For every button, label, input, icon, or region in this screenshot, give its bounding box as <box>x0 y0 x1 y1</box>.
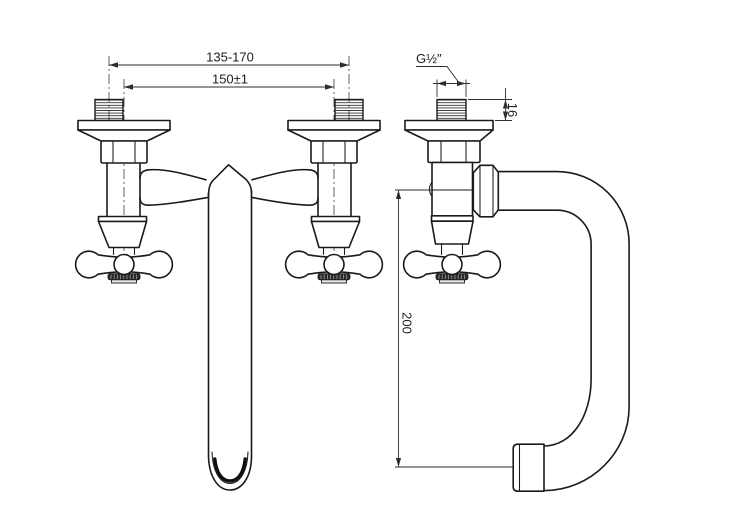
hex-nut-side <box>427 140 481 164</box>
front-right-inlet <box>287 98 381 256</box>
spout-drop-extension-lines <box>395 189 514 468</box>
spout-dome <box>207 164 253 197</box>
hex-nut-left-facets <box>112 140 136 164</box>
side-spout <box>497 170 630 492</box>
threaded-nipple-left <box>94 98 124 122</box>
thread-size-leader-line <box>416 66 460 84</box>
valve-body-boss <box>428 181 433 197</box>
valve-tube-left <box>106 162 141 218</box>
arrowhead-left-icon <box>124 84 133 90</box>
escutcheon-cone-right <box>287 129 381 142</box>
thread-length-extension-lines <box>468 99 512 121</box>
valve-tube-right <box>317 162 352 218</box>
arm-top-left <box>139 168 207 181</box>
arm-top-right <box>251 168 319 181</box>
handle-skirt-side-lip <box>439 279 465 284</box>
spout-coupling-nut <box>472 164 500 218</box>
bonnet-flange-side <box>430 215 474 223</box>
side-handle <box>402 250 502 284</box>
handle-hub-side <box>441 253 463 276</box>
hex-nut-right-facets <box>322 140 346 164</box>
spout-profile-inner <box>497 209 592 447</box>
dimensions: 135-170 150±1 G½″ 16 <box>109 50 520 468</box>
dim-text-spout-drop: 200 <box>400 312 415 334</box>
dimension-thread-length: 16 <box>468 88 520 121</box>
threaded-nipple-side <box>436 98 467 122</box>
escutcheon-cone-left <box>77 129 171 142</box>
handle-skirt-left-knurl <box>110 274 137 280</box>
escutcheon-plate-side <box>404 119 494 131</box>
handle-neck-side <box>440 243 464 256</box>
spout-coupling-nut-facets <box>479 164 494 218</box>
dimension-thread-size: G½″ <box>416 51 470 97</box>
dim-text-thread-size: G½″ <box>416 51 442 66</box>
thread-size-extension-lines <box>436 79 467 97</box>
arrowhead-left-icon <box>437 80 446 87</box>
handle-skirt-left-lip <box>111 279 137 284</box>
escutcheon-cone-side <box>404 129 494 142</box>
front-body-arms <box>139 168 319 207</box>
spout-outlet-inner <box>211 451 249 485</box>
spout-outlet-outer <box>207 455 253 491</box>
front-view <box>74 56 384 491</box>
dimension-centers-nominal: 150±1 <box>124 72 334 90</box>
hex-nut-right <box>310 140 358 164</box>
handle-skirt-right-lip <box>321 279 347 284</box>
dim-text-centers-nominal: 150±1 <box>212 72 248 87</box>
arrowhead-down-icon <box>395 458 402 467</box>
handle-neck-left <box>112 246 136 256</box>
side-view <box>402 98 630 492</box>
bonnet-taper-side <box>430 220 474 245</box>
dimension-spout-drop: 200 <box>395 189 514 468</box>
dim-text-thread-length: 16 <box>505 103 520 117</box>
arrowhead-up-icon <box>502 99 509 109</box>
handle-neck-right <box>322 246 346 256</box>
arrowhead-right-icon <box>457 80 466 87</box>
dim-text-centers-range: 135-170 <box>206 50 254 65</box>
arrowhead-down-icon <box>502 111 509 121</box>
front-left-inlet <box>77 98 171 256</box>
spout-profile-outer <box>497 170 630 492</box>
spout-aerator <box>512 443 545 492</box>
side-spout-nut <box>472 164 500 218</box>
hex-nut-left <box>100 140 148 164</box>
arrowhead-right-icon <box>325 84 334 90</box>
arm-bottom-right <box>250 196 319 207</box>
handle-skirt-side-knurl <box>438 274 465 280</box>
bonnet-taper-left <box>97 220 148 249</box>
handle-hub-left <box>113 253 135 276</box>
arm-bottom-left <box>139 196 210 207</box>
handle-hub-right <box>323 253 345 276</box>
front-left-handle <box>74 250 174 284</box>
spout-tube-sides <box>207 190 253 457</box>
spout-outlet-rim <box>213 457 247 483</box>
arrowhead-left-icon <box>109 62 118 68</box>
escutcheon-plate-left <box>77 119 171 131</box>
dimension-centers-range: 135-170 <box>109 50 349 68</box>
hex-nut-side-facets <box>440 140 467 164</box>
escutcheon-plate-right <box>287 119 381 131</box>
front-right-handle <box>284 250 384 284</box>
arrowhead-right-icon <box>340 62 349 68</box>
bonnet-taper-right <box>310 220 361 249</box>
threaded-nipple-right <box>334 98 364 122</box>
arrowhead-up-icon <box>395 190 402 199</box>
handle-skirt-right-knurl <box>320 274 347 280</box>
front-spout <box>207 164 253 491</box>
